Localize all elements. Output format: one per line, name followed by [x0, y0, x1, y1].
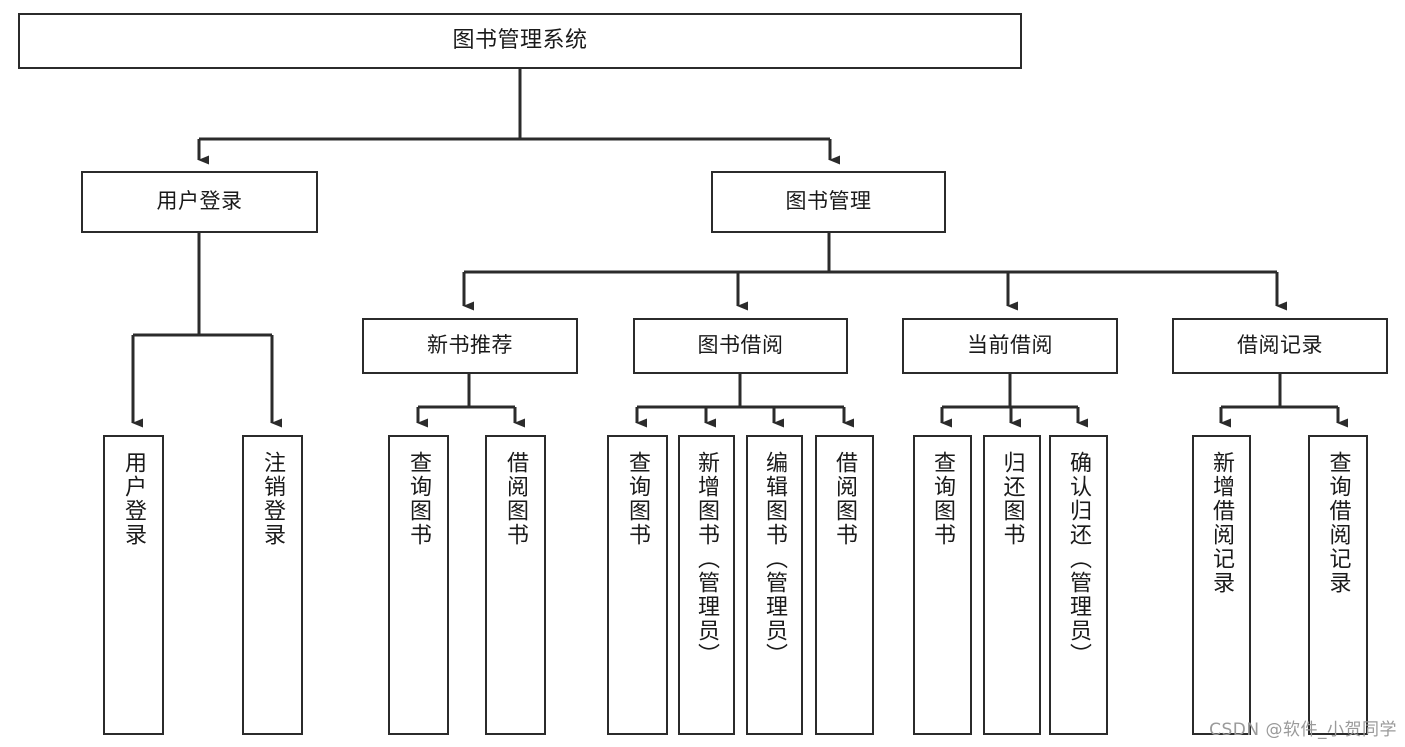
node-leaf-borrow-book-2[interactable]: 借阅图书: [815, 435, 874, 735]
node-label: 注销登录: [260, 451, 286, 547]
edges-currentborrow-to-leaves: [940, 374, 1088, 428]
node-current-borrow[interactable]: 当前借阅: [902, 318, 1118, 374]
edges-root-to-level2: [197, 69, 840, 165]
node-label: 新增图书（管理员）: [694, 451, 720, 667]
node-book-manage[interactable]: 图书管理: [711, 171, 946, 233]
node-label: 查询图书: [625, 451, 651, 547]
edges-bookborrow-to-leaves: [635, 374, 854, 428]
node-label: 当前借阅: [967, 333, 1053, 358]
node-label: 图书管理: [785, 189, 872, 214]
node-borrow-record[interactable]: 借阅记录: [1172, 318, 1388, 374]
node-leaf-query-book-1[interactable]: 查询图书: [388, 435, 449, 735]
node-leaf-return-book[interactable]: 归还图书: [983, 435, 1041, 735]
node-leaf-query-book-3[interactable]: 查询图书: [913, 435, 972, 735]
node-leaf-confirm-return[interactable]: 确认归还（管理员）: [1049, 435, 1108, 735]
node-label: 编辑图书（管理员）: [762, 451, 788, 667]
node-leaf-add-book[interactable]: 新增图书（管理员）: [678, 435, 735, 735]
node-label: 归还图书: [999, 451, 1025, 547]
node-leaf-query-record[interactable]: 查询借阅记录: [1308, 435, 1368, 735]
node-leaf-borrow-book-1[interactable]: 借阅图书: [485, 435, 546, 735]
node-label: 查询图书: [930, 451, 956, 547]
node-book-borrow[interactable]: 图书借阅: [633, 318, 848, 374]
node-label: 查询图书: [406, 451, 432, 547]
node-label: 新增借阅记录: [1209, 451, 1235, 595]
node-leaf-edit-book[interactable]: 编辑图书（管理员）: [746, 435, 803, 735]
node-label: 用户登录: [121, 451, 147, 547]
node-label: 图书借阅: [697, 333, 784, 358]
node-leaf-user-logout[interactable]: 注销登录: [242, 435, 303, 735]
edges-borrowrecord-to-leaves: [1219, 374, 1348, 428]
node-new-book-rec[interactable]: 新书推荐: [362, 318, 578, 374]
node-label: 用户登录: [156, 189, 243, 214]
node-root-system[interactable]: 图书管理系统: [18, 13, 1022, 69]
node-label: 新书推荐: [427, 333, 513, 358]
edges-newbookrec-to-leaves: [416, 374, 525, 428]
node-user-login[interactable]: 用户登录: [81, 171, 318, 233]
node-leaf-query-book-2[interactable]: 查询图书: [607, 435, 668, 735]
node-label: 借阅图书: [503, 451, 529, 547]
node-leaf-add-record[interactable]: 新增借阅记录: [1192, 435, 1251, 735]
node-leaf-user-login[interactable]: 用户登录: [103, 435, 164, 735]
node-label: 图书管理系统: [452, 27, 588, 53]
node-label: 查询借阅记录: [1325, 451, 1351, 595]
node-label: 借阅图书: [832, 451, 858, 547]
node-label: 借阅记录: [1237, 333, 1323, 358]
edges-bookmanage-to-level3: [462, 233, 1287, 311]
node-label: 确认归还（管理员）: [1066, 451, 1092, 667]
edges-userlogin-to-leaves: [131, 233, 282, 428]
